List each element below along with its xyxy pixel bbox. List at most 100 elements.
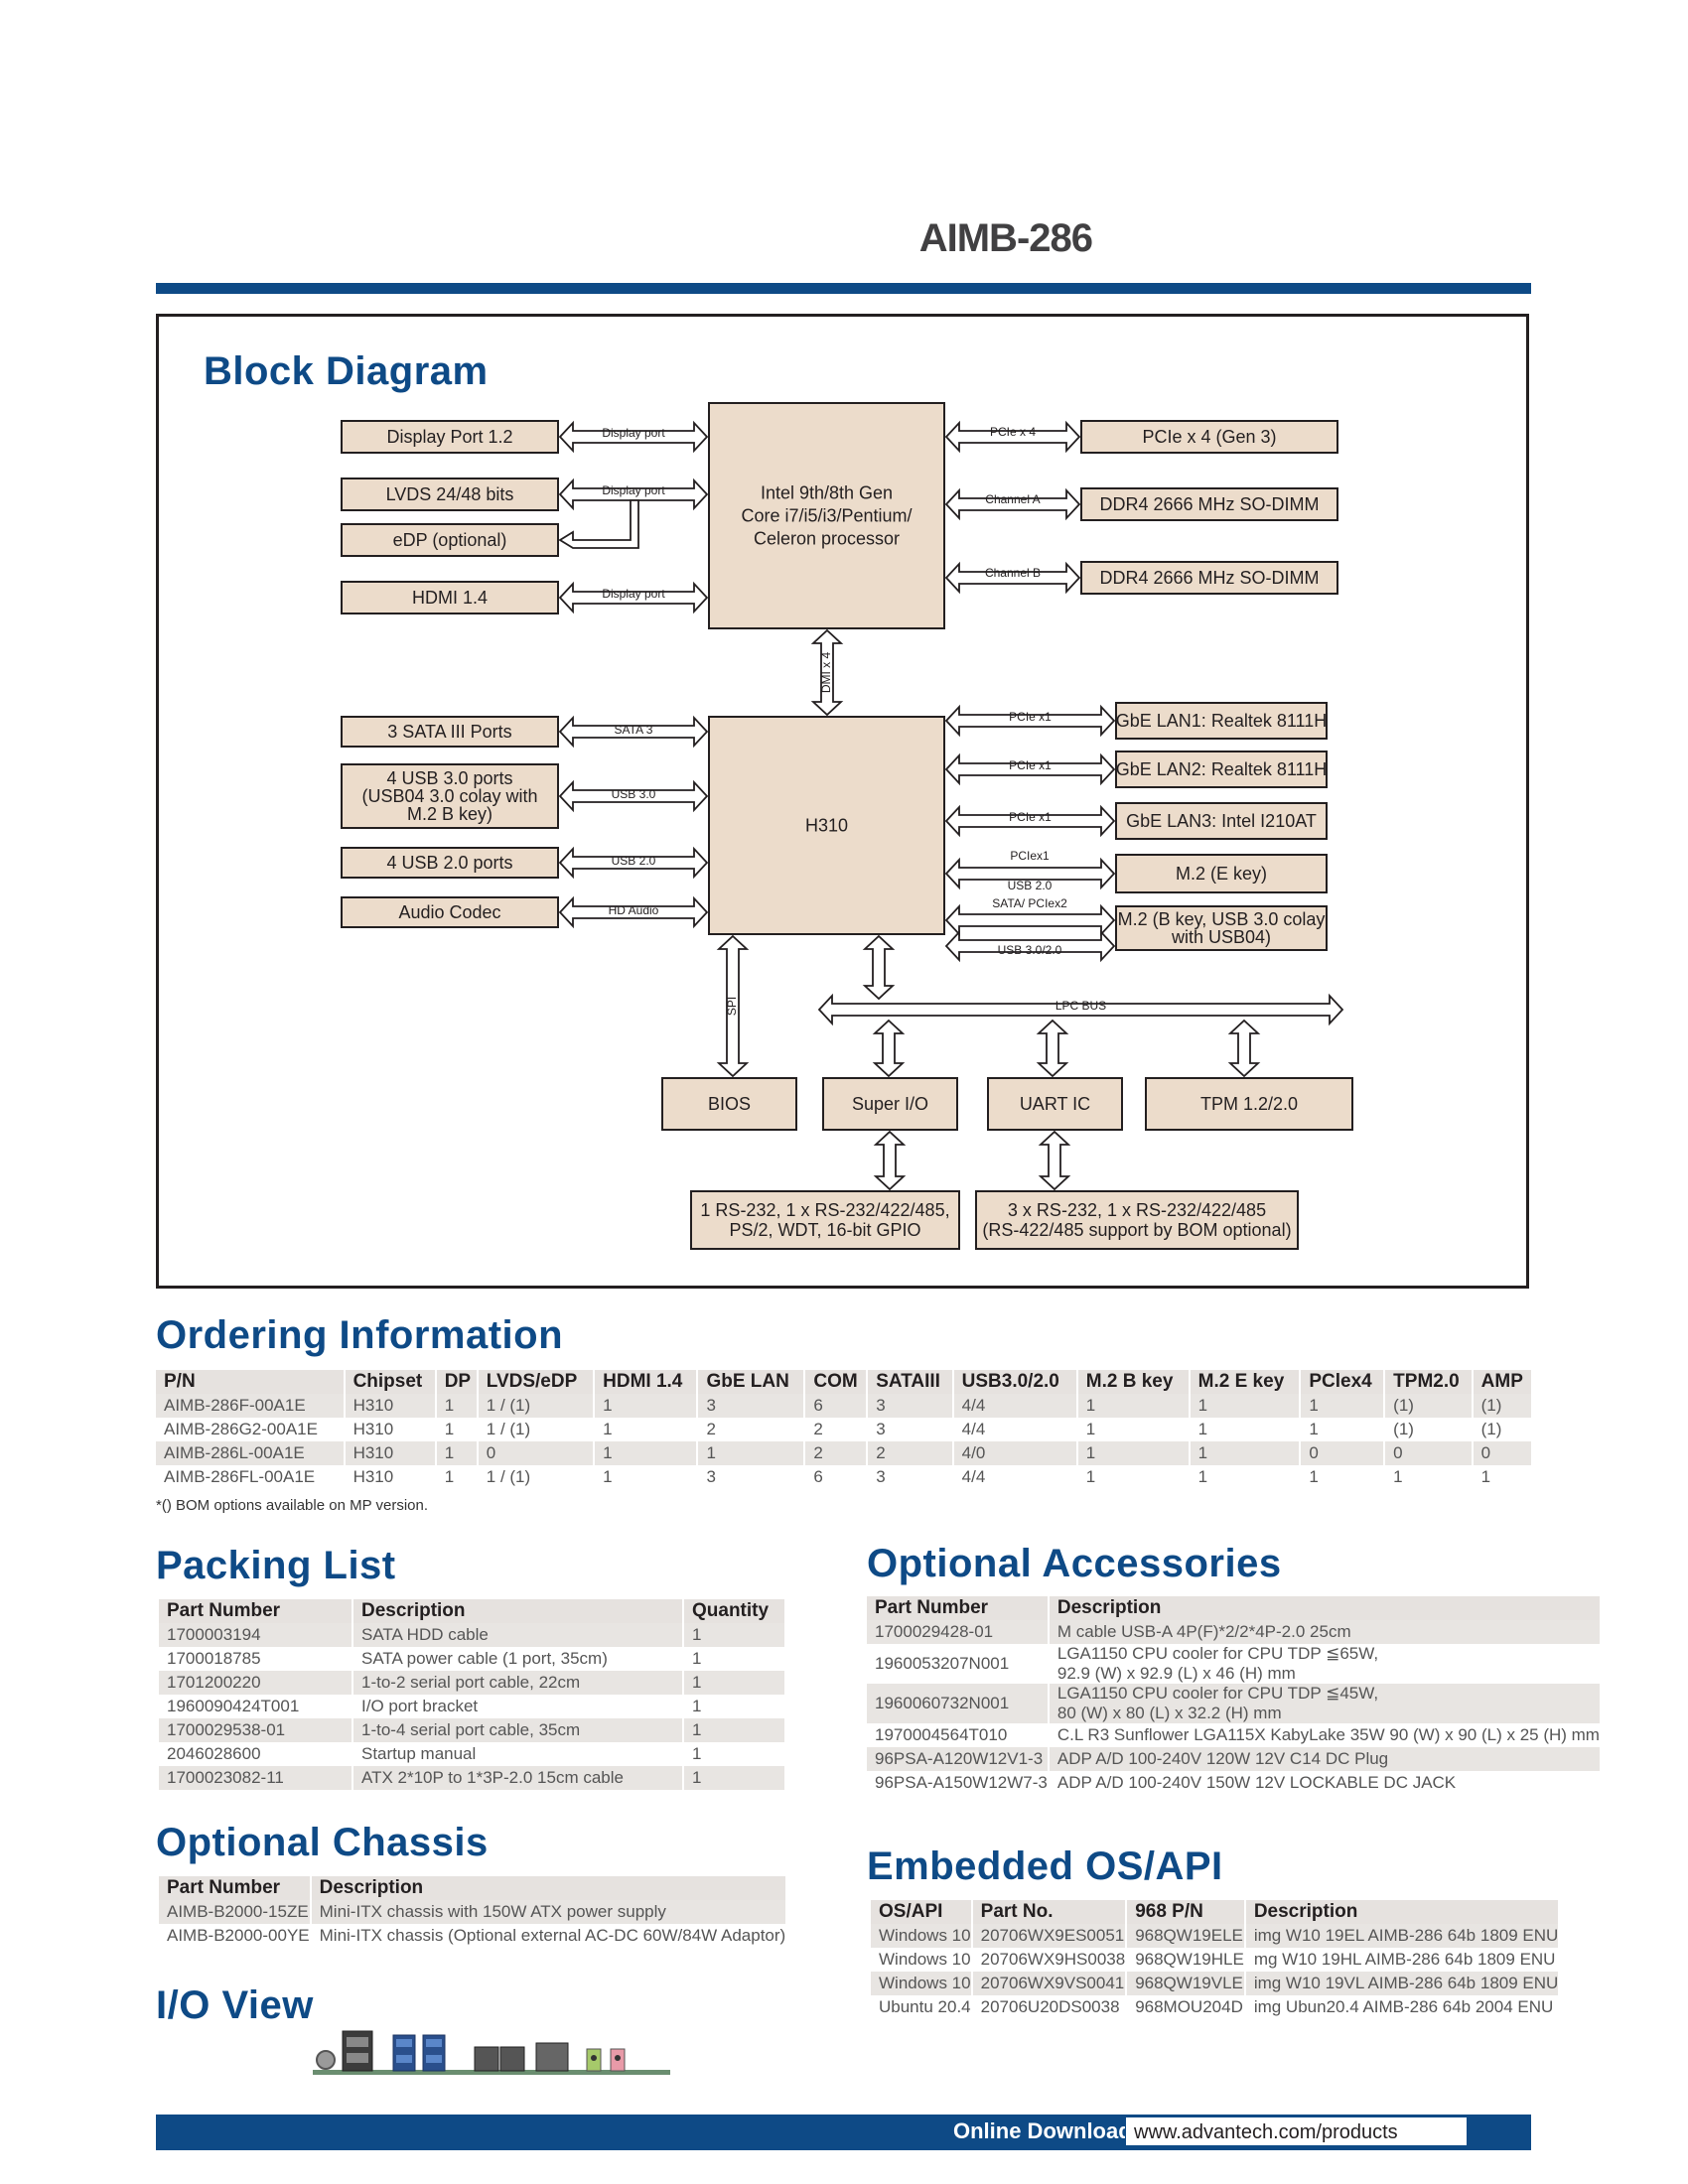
pcie-x4-link-arrow-label: PCIe x 4 (990, 425, 1036, 439)
superio-io-block (690, 1190, 960, 1250)
packing-cell: 1700029538-01 (159, 1718, 352, 1742)
lan-port-icon (535, 2042, 569, 2072)
usb-port-icon (396, 2039, 412, 2047)
m2-e-key-block (1115, 854, 1328, 893)
ordering-cell: AIMB-286F-00A1E (156, 1394, 345, 1418)
ordering-cell: (1) (1383, 1394, 1473, 1418)
sata-block (341, 716, 559, 748)
packing-cell: 1 (682, 1695, 784, 1718)
hd-audio-link-arrow (558, 895, 709, 929)
ordering-cell: 0 (1471, 1441, 1531, 1465)
ordering-cell: 1 (1188, 1465, 1301, 1489)
cpu-block-label: Intel 9th/8th Gen (761, 483, 893, 503)
displayport-link-arrow (558, 420, 709, 454)
channel-a-link-arrow-label: Channel A (985, 492, 1040, 506)
lan2-block (1115, 751, 1328, 788)
pcie-x4-block-label: PCIe x 4 (Gen 3) (1142, 427, 1276, 447)
os-cell: mg W10 19HL AIMB-286 64b 1809 ENU (1243, 1948, 1559, 1972)
dimm-b-block (1080, 561, 1338, 595)
os-col-header: Part No. (970, 1900, 1127, 1924)
channel-a-link-arrow (944, 487, 1081, 521)
packing-cell: SATA HDD cable (352, 1623, 683, 1647)
ordering-cell: AIMB-286G2-00A1E (164, 1420, 318, 1438)
ordering-cell: 6 (803, 1394, 868, 1418)
lan2-block-label: GbE LAN2: Realtek 8111H (1116, 759, 1327, 779)
os-cell: Ubuntu 20.4 (879, 1997, 971, 2016)
displayport-block (341, 420, 559, 454)
os-cell: 968QW19HLE (1125, 1948, 1245, 1972)
ordering-cell: 2 (803, 1441, 868, 1465)
os-cell: 20706WX9VS0041 (970, 1972, 1127, 1995)
ordering-cell: (1) (1471, 1394, 1531, 1418)
usb-port-icon (426, 2039, 442, 2047)
dmi-link-arrow-label: DMI x 4 (819, 652, 833, 694)
dimm-b-block-label: DDR4 2666 MHz SO-DIMM (1099, 568, 1319, 588)
accessories-cell: M cable USB-A 4P(F)*2/2*4P-2.0 25cm (1047, 1620, 1600, 1644)
ordering-cell: 1 (696, 1441, 805, 1465)
ordering-cell: (1) (1471, 1418, 1531, 1441)
pch-block (708, 716, 945, 935)
lan1-link-arrow-label: PCIe x1 (1009, 710, 1052, 724)
os-cell: Windows 10 (871, 1924, 972, 1948)
ordering-cell: 1 (434, 1441, 478, 1465)
chassis-cell: AIMB-B2000-15ZE (159, 1900, 311, 1924)
block-diagram-frame (156, 314, 1529, 1289)
displayport-block-label: Display Port 1.2 (386, 427, 512, 447)
packing-col-header: Description (352, 1599, 683, 1623)
bios-block (661, 1077, 797, 1131)
lan1-link-arrow (944, 704, 1116, 738)
ordering-cell: 1 (593, 1441, 698, 1465)
edp-block-label: eDP (optional) (393, 530, 507, 550)
sata-pcie-b-key-link-arrow (944, 903, 1116, 937)
super-io-block-label: Super I/O (852, 1094, 928, 1114)
ordering-cell: 1 (1299, 1465, 1385, 1489)
ordering-cell: 1 (434, 1394, 478, 1418)
sata-block-label: 3 SATA III Ports (387, 722, 511, 742)
cpu-block-label: Celeron processor (754, 529, 900, 549)
download-url-link[interactable]: www.advantech.com/products (1125, 2116, 1468, 2146)
uart-ic-block (987, 1077, 1123, 1131)
ordering-cell: H310 (343, 1418, 436, 1441)
usb3-block-label: M.2 B key) (407, 804, 492, 824)
accessories-cell: 96PSA-A120W12V1-3 (867, 1747, 1049, 1771)
tpm-lpc-arrow (1227, 1019, 1261, 1078)
edp-branch-arrow (558, 499, 639, 549)
ordering-cell: H310 (343, 1441, 436, 1465)
accessories-cell: ADP A/D 100-240V 150W 12V LOCKABLE DC JA… (1047, 1771, 1600, 1795)
pcie-x4-block (1080, 420, 1338, 454)
ordering-cell: 3 (866, 1418, 953, 1441)
lan3-link-arrow-label: PCIe x1 (1009, 810, 1052, 824)
accessories-cell: 1700029428-01 (867, 1620, 1049, 1644)
ordering-cell: AIMB-286L-00A1E (156, 1441, 345, 1465)
packing-cell: I/O port bracket (352, 1695, 683, 1718)
ordering-cell: 1 (593, 1465, 698, 1489)
lan2-link-arrow-label: PCIe x1 (1009, 758, 1052, 772)
os-cell: img Ubun20.4 AIMB-286 64b 2004 ENU (1243, 1995, 1559, 2019)
io-board-edge (313, 2070, 670, 2075)
usb3-block (341, 763, 559, 829)
packing-cell: 2046028600 (167, 1744, 261, 1763)
lvds-link-arrow-label: Display port (602, 483, 665, 497)
ordering-col-header: GbE LAN (696, 1370, 805, 1394)
edp-block (341, 523, 559, 557)
usb2-e-key-label: USB 2.0 (1008, 879, 1053, 892)
os-col-header: OS/API (871, 1900, 972, 1924)
ordering-cell: 3 (866, 1394, 953, 1418)
ordering-col-header: DP (434, 1370, 478, 1394)
usb2-block (341, 847, 559, 879)
chassis-col-header: Description (309, 1876, 786, 1900)
pcie-x4-link-arrow (944, 420, 1081, 454)
